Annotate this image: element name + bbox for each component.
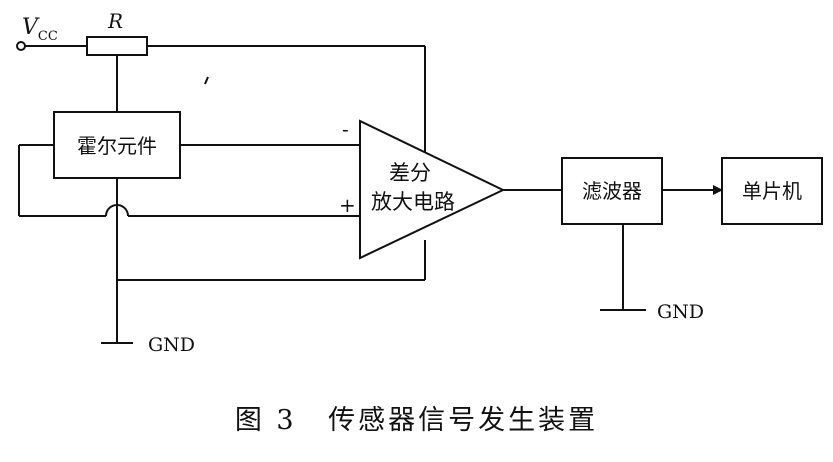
diff-amplifier bbox=[359, 119, 506, 260]
resistor-label: R bbox=[107, 9, 123, 33]
mcu-label: 单片机 bbox=[742, 179, 802, 203]
hall-element-box bbox=[53, 111, 181, 179]
vcc-label: VCC bbox=[22, 15, 58, 44]
stray-mark bbox=[204, 76, 209, 85]
amp-label-line1: 差分 bbox=[389, 161, 431, 185]
amp-label-line2: 放大电路 bbox=[371, 190, 455, 214]
figure-number: 图 3 bbox=[234, 405, 297, 436]
figure-title: 传感器信号发生装置 bbox=[328, 405, 599, 436]
hall-element-label: 霍尔元件 bbox=[77, 134, 157, 158]
resistor-r bbox=[86, 36, 148, 56]
vcc-terminal bbox=[16, 41, 26, 51]
amp-plus-sign: + bbox=[339, 193, 356, 217]
mcu-box bbox=[721, 157, 823, 225]
circuit-diagram: VCC R 霍尔元件 GND - + 差分 放大电路 滤波器 单片机 GND bbox=[16, 9, 823, 356]
gnd-label-left: GND bbox=[148, 334, 195, 356]
figure-caption: 图 3 传感器信号发生装置 bbox=[0, 398, 833, 437]
amp-minus-sign: - bbox=[342, 117, 349, 141]
filter-label: 滤波器 bbox=[582, 179, 642, 203]
gnd-label-right: GND bbox=[657, 301, 704, 323]
